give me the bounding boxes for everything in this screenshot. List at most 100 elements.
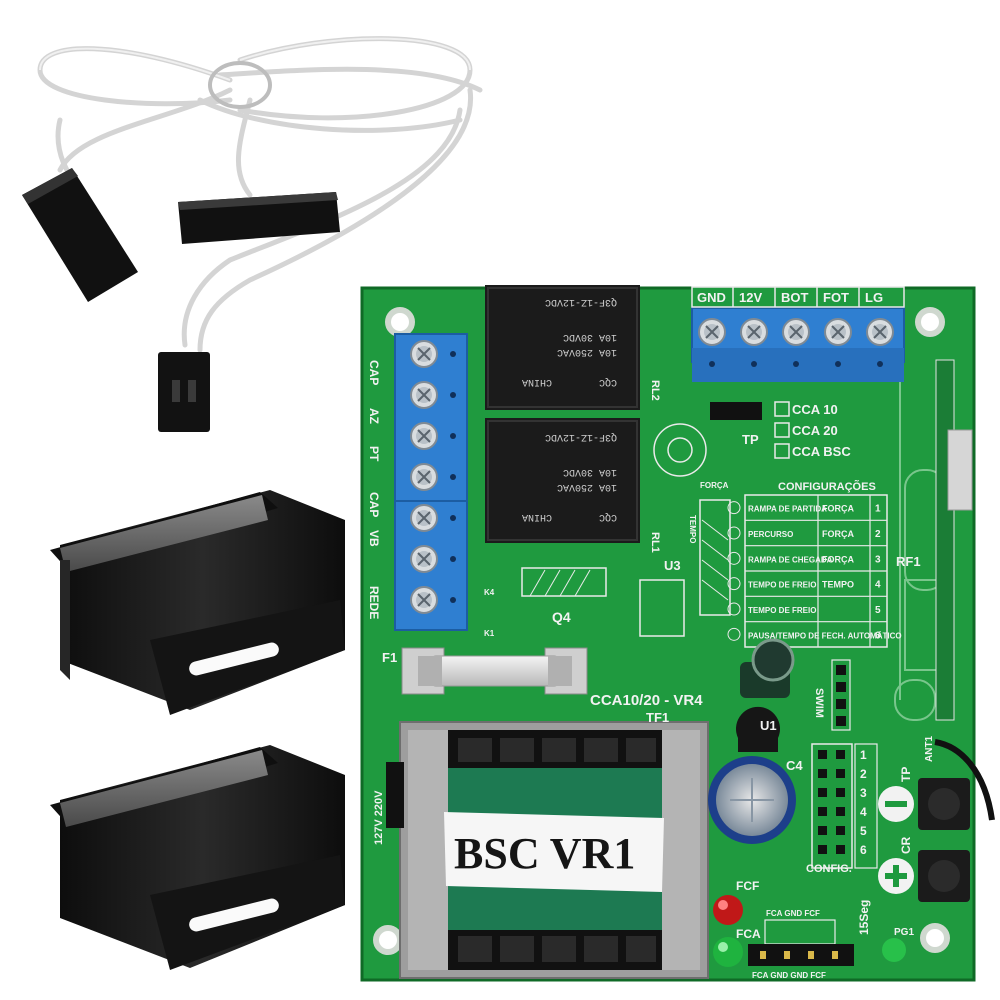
config-scale-marker	[727, 577, 741, 591]
jumper-number: 4	[860, 805, 867, 819]
option-label: CCA 10	[792, 402, 838, 417]
label-k4: K4	[484, 588, 495, 597]
transformer-label: BSC VR1	[454, 829, 635, 878]
svg-text:10A 30VDC: 10A 30VDC	[563, 466, 617, 477]
led-fcf	[713, 895, 743, 925]
cable-loop-highlight	[39, 37, 471, 109]
terminal-hole	[835, 361, 841, 367]
config-scale-marker	[727, 551, 741, 565]
config-row-value: TEMPO	[822, 580, 854, 590]
svg-text:10A 30VDC: 10A 30VDC	[563, 331, 617, 342]
terminal-screw	[410, 586, 438, 614]
terminal-screw	[824, 318, 852, 346]
label-fca-pins: FCA GND FCF	[766, 909, 820, 918]
terminal-screw	[866, 318, 894, 346]
terminal-block-top	[691, 307, 905, 382]
terminal-hole	[793, 361, 799, 367]
capacitor-small	[740, 638, 795, 698]
label-ant1: ANT1	[924, 735, 935, 762]
label-tempo: TEMPO	[688, 515, 697, 543]
terminal-label: AZ	[367, 408, 381, 424]
terminal-label: VB	[367, 530, 381, 547]
label-fca-pins-bottom: FCA GND GND FCF	[752, 971, 826, 980]
label-cr-button: CR	[899, 836, 913, 854]
capacitor-c4	[708, 756, 796, 844]
button-tp	[918, 778, 970, 830]
config-scale-marker	[727, 501, 741, 515]
label-fca: FCA	[736, 927, 761, 941]
svg-text:10A 250VAC: 10A 250VAC	[557, 481, 617, 492]
terminal-hole	[450, 392, 456, 398]
terminal-screw	[698, 318, 726, 346]
label-tp-button: TP	[899, 767, 913, 782]
relay-rl1: CQC CHINA 10A 250VAC 10A 30VDC Q3F-1Z-12…	[485, 418, 640, 543]
plus-icon	[878, 858, 914, 894]
label-15seg: 15Seg	[857, 900, 871, 935]
swim-header	[831, 659, 851, 731]
cable-connector	[158, 352, 210, 432]
config-row-name: RAMPA DE CHEGADA	[748, 555, 833, 564]
label-fcf: FCF	[736, 879, 759, 893]
terminal-hole	[450, 597, 456, 603]
jumper-number: 3	[860, 786, 867, 800]
svg-text:CHINA: CHINA	[522, 511, 552, 522]
terminal-hole	[450, 556, 456, 562]
config-row-name: PERCURSO	[748, 530, 793, 539]
config-jumpers: 1 2 3 4 5 6	[811, 743, 878, 869]
fca-header	[748, 919, 854, 966]
config-row-name: PAUSA/TEMPO DE FECH. AUTOMÁTICO	[748, 631, 902, 640]
terminal-block-left	[394, 333, 468, 631]
led-fca	[713, 937, 743, 967]
terminal-label: 12V	[739, 290, 762, 305]
control-board: CQC CHINA 10A 250VAC 10A 30VDC Q3F-1Z-12…	[360, 285, 995, 982]
jumper-number: 2	[860, 767, 867, 781]
terminal-hole	[450, 433, 456, 439]
terminal-screw	[410, 504, 438, 532]
terminal-screw	[410, 340, 438, 368]
header-pin	[818, 826, 827, 835]
option-checkbox	[774, 422, 790, 438]
label-k1: K1	[484, 629, 495, 638]
trimmer-force	[699, 499, 731, 616]
config-title: CONFIGURAÇÕES	[778, 480, 876, 493]
option-label: CCA 20	[792, 423, 838, 438]
header-pin	[818, 845, 827, 854]
terminal-screw	[410, 545, 438, 573]
transistor-q4	[521, 567, 607, 597]
jumper-number: 1	[860, 748, 867, 762]
label-swim: SWIM	[813, 688, 825, 718]
config-row-name: TEMPO DE FREIO	[748, 606, 816, 615]
terminal-hole	[751, 361, 757, 367]
jumper-number: 6	[860, 843, 867, 857]
label-voltage: 127V 220V	[373, 790, 385, 845]
terminal-screw	[410, 422, 438, 450]
label-pg1: PG1	[894, 927, 914, 938]
tp-label: TP	[742, 432, 759, 447]
jumper-number: 5	[860, 824, 867, 838]
config-row-number: 4	[875, 580, 881, 591]
board-labels: CCA10/20 - VR4 TF1 U1 C4 U3 Q4 F1 RF1 CO…	[367, 360, 935, 980]
terminal-screw	[410, 463, 438, 491]
terminal-label: BOT	[781, 290, 809, 305]
config-row-value: FORÇA	[822, 504, 854, 514]
label-tf1: TF1	[646, 710, 669, 725]
config-scale-marker	[727, 627, 741, 641]
reed-sensor-right	[178, 192, 340, 244]
label-u1: U1	[760, 718, 777, 733]
config-row-number: 3	[875, 554, 881, 565]
terminal-label: CAP	[367, 360, 381, 385]
terminal-label: LG	[865, 290, 883, 305]
transformer-tf1: BSC VR1	[399, 721, 709, 979]
header-pin	[836, 788, 845, 797]
header-pin	[836, 845, 845, 854]
label-u3: U3	[664, 558, 681, 573]
label-rf1: RF1	[896, 554, 921, 569]
label-forca: FORÇA	[700, 481, 729, 490]
config-scale-marker	[727, 602, 741, 616]
terminal-label: PT	[367, 446, 381, 462]
rf-module	[935, 359, 973, 721]
terminal-hole	[709, 361, 715, 367]
svg-text:Q3F-1Z-12VDC: Q3F-1Z-12VDC	[545, 431, 617, 442]
